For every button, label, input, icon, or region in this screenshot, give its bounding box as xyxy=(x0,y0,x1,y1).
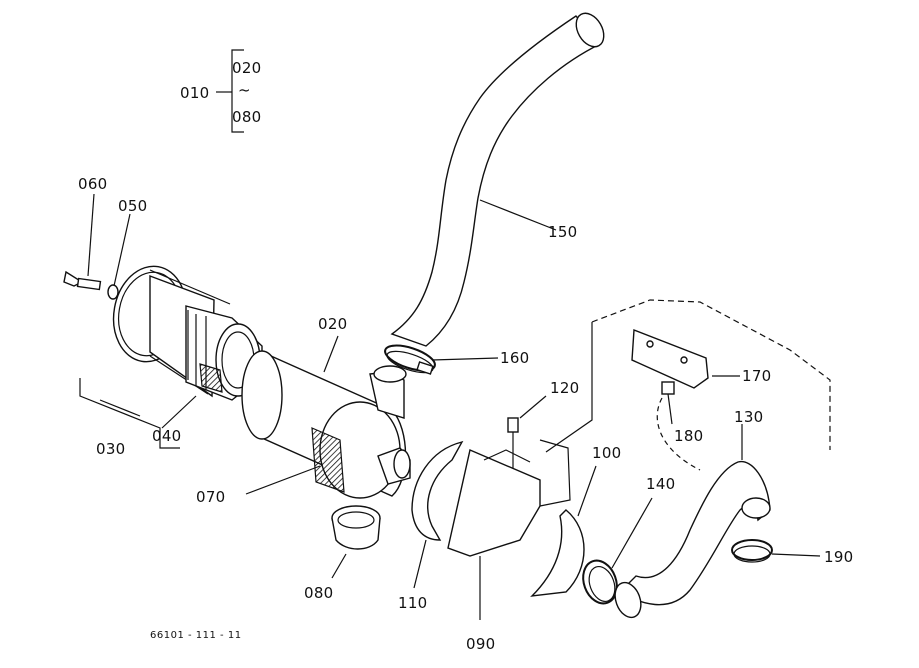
outlet-hose-130 xyxy=(614,424,771,619)
washer-050 xyxy=(107,213,131,300)
callout-090: 090 xyxy=(466,635,496,653)
label-010: 010 xyxy=(180,84,210,102)
band-100 xyxy=(530,465,597,597)
callout-150: 150 xyxy=(548,223,578,241)
band-110 xyxy=(411,440,464,589)
callout-060: 060 xyxy=(78,175,108,193)
callout-190: 190 xyxy=(824,548,854,566)
callout-050: 050 xyxy=(118,197,148,215)
stay-170 xyxy=(631,329,740,389)
frame-outline xyxy=(591,299,831,450)
callout-160: 160 xyxy=(500,349,530,367)
callout-120: 120 xyxy=(550,379,580,397)
callout-040: 040 xyxy=(152,427,182,445)
callout-170: 170 xyxy=(742,367,772,385)
bracket-090 xyxy=(447,439,571,620)
callout-030: 030 xyxy=(96,440,126,458)
element-040 xyxy=(161,305,263,429)
callout-180: 180 xyxy=(674,427,704,445)
hose-clamp-140 xyxy=(582,497,653,605)
reference-line xyxy=(545,322,593,453)
air-cleaner-body-020 xyxy=(241,335,411,499)
group-bracket xyxy=(216,49,244,133)
bolt-180 xyxy=(656,381,701,471)
hose-clamp-190 xyxy=(731,539,821,563)
evacuator-cap-080 xyxy=(331,505,381,579)
label-020-group: 020 xyxy=(232,59,262,77)
label-range-mark: ~ xyxy=(238,81,251,99)
callout-080: 080 xyxy=(304,584,334,602)
bolt-120 xyxy=(507,395,547,468)
intake-hose-150 xyxy=(390,12,605,347)
wing-bolt-060 xyxy=(63,193,102,291)
callout-130: 130 xyxy=(734,408,764,426)
label-080-group: 080 xyxy=(232,108,262,126)
hose-clamp-160 xyxy=(384,344,499,375)
document-number: 66101 - 111 - 11 xyxy=(150,630,242,641)
callout-140: 140 xyxy=(646,475,676,493)
callout-100: 100 xyxy=(592,444,622,462)
callout-070: 070 xyxy=(196,488,226,506)
callout-020: 020 xyxy=(318,315,348,333)
callout-110: 110 xyxy=(398,594,428,612)
